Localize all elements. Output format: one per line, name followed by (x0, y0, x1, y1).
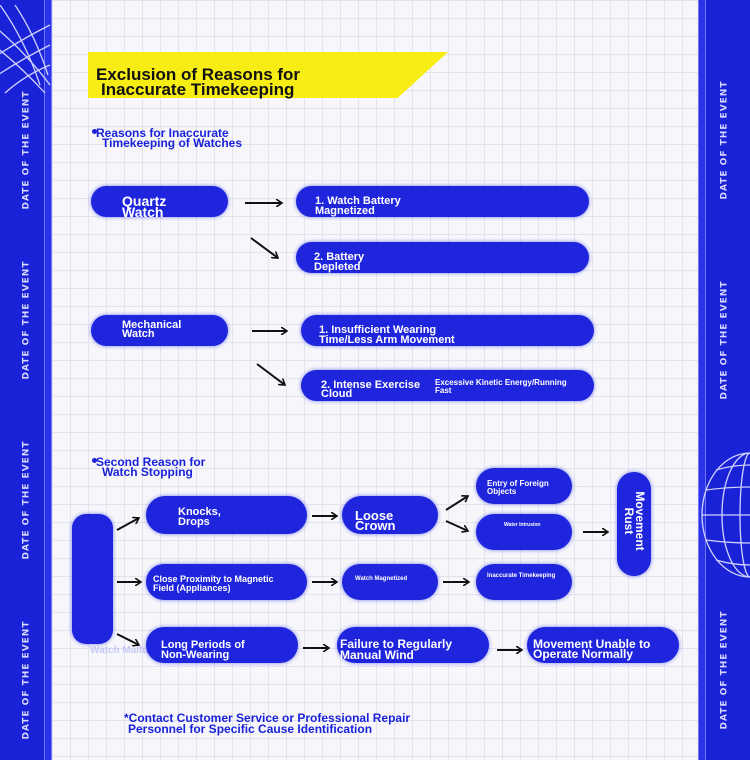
node-long-non-wearing: Long Periods of Non-Wearing (146, 627, 298, 663)
globe-wireframe-icon (701, 452, 750, 578)
node-quartz-watch: Quartz Watch (91, 186, 228, 219)
side-label: DATE OF THE EVENT (719, 610, 730, 730)
right-side-bar: DATE OF THE EVENT DATE OF THE EVENT DATE… (698, 0, 750, 760)
side-label: DATE OF THE EVENT (719, 80, 730, 200)
node-inaccurate-timekeeping: Inaccurate Timekeeping (476, 564, 572, 600)
node-knocks-drops: Knocks, Drops (146, 496, 307, 534)
section-heading-reasons: Reasons for Inaccurate Timekeeping of Wa… (92, 127, 242, 149)
node-watch-magnetized: Watch Magnetized (342, 564, 438, 600)
watch-malfunction-label: Watch Malfunction (90, 645, 179, 656)
node-foreign-objects: Entry of Foreign Objects (476, 468, 572, 504)
node-intense-exercise: 2. Intense Exercise Cloud Excessive Kine… (301, 370, 594, 401)
node-movement-unable: Movement Unable to Operate Normally (527, 627, 679, 663)
node-movement-rust: Movement Rust (617, 472, 651, 576)
side-label: DATE OF THE EVENT (21, 620, 32, 740)
node-watch-malfunction (72, 514, 113, 644)
node-battery-magnetized: 1. Watch Battery Magnetized (296, 186, 589, 217)
node-mechanical-watch: Mechanical Watch (91, 315, 228, 346)
side-label: DATE OF THE EVENT (719, 280, 730, 400)
page-title: Exclusion of Reasons for Inaccurate Time… (96, 65, 301, 99)
bullet-icon (92, 129, 97, 134)
title-highlight (88, 52, 448, 98)
side-label: DATE OF THE EVENT (21, 260, 32, 380)
bullet-icon (92, 458, 97, 463)
section-heading-stopping: Second Reason for Watch Stopping (92, 456, 205, 478)
node-insufficient-wearing: 1. Insufficient Wearing Time/Less Arm Mo… (301, 315, 594, 346)
node-failure-manual-wind: Failure to Regularly Manual Wind (337, 627, 489, 663)
side-label: DATE OF THE EVENT (21, 90, 32, 210)
node-water-intrusion: Water Intrusion (476, 514, 572, 550)
globe-wireframe-icon (0, 5, 51, 94)
left-side-bar: DATE OF THE EVENT DATE OF THE EVENT DATE… (0, 0, 52, 760)
node-magnetic-field: Close Proximity to Magnetic Field (Appli… (146, 564, 307, 600)
side-label: DATE OF THE EVENT (21, 440, 32, 560)
right-side-strip (698, 0, 706, 760)
footnote: *Contact Customer Service or Professiona… (124, 711, 411, 736)
node-battery-depleted: 2. Battery Depleted (296, 242, 589, 273)
node-loose-crown: Loose Crown (342, 496, 438, 534)
left-side-strip (44, 0, 52, 760)
